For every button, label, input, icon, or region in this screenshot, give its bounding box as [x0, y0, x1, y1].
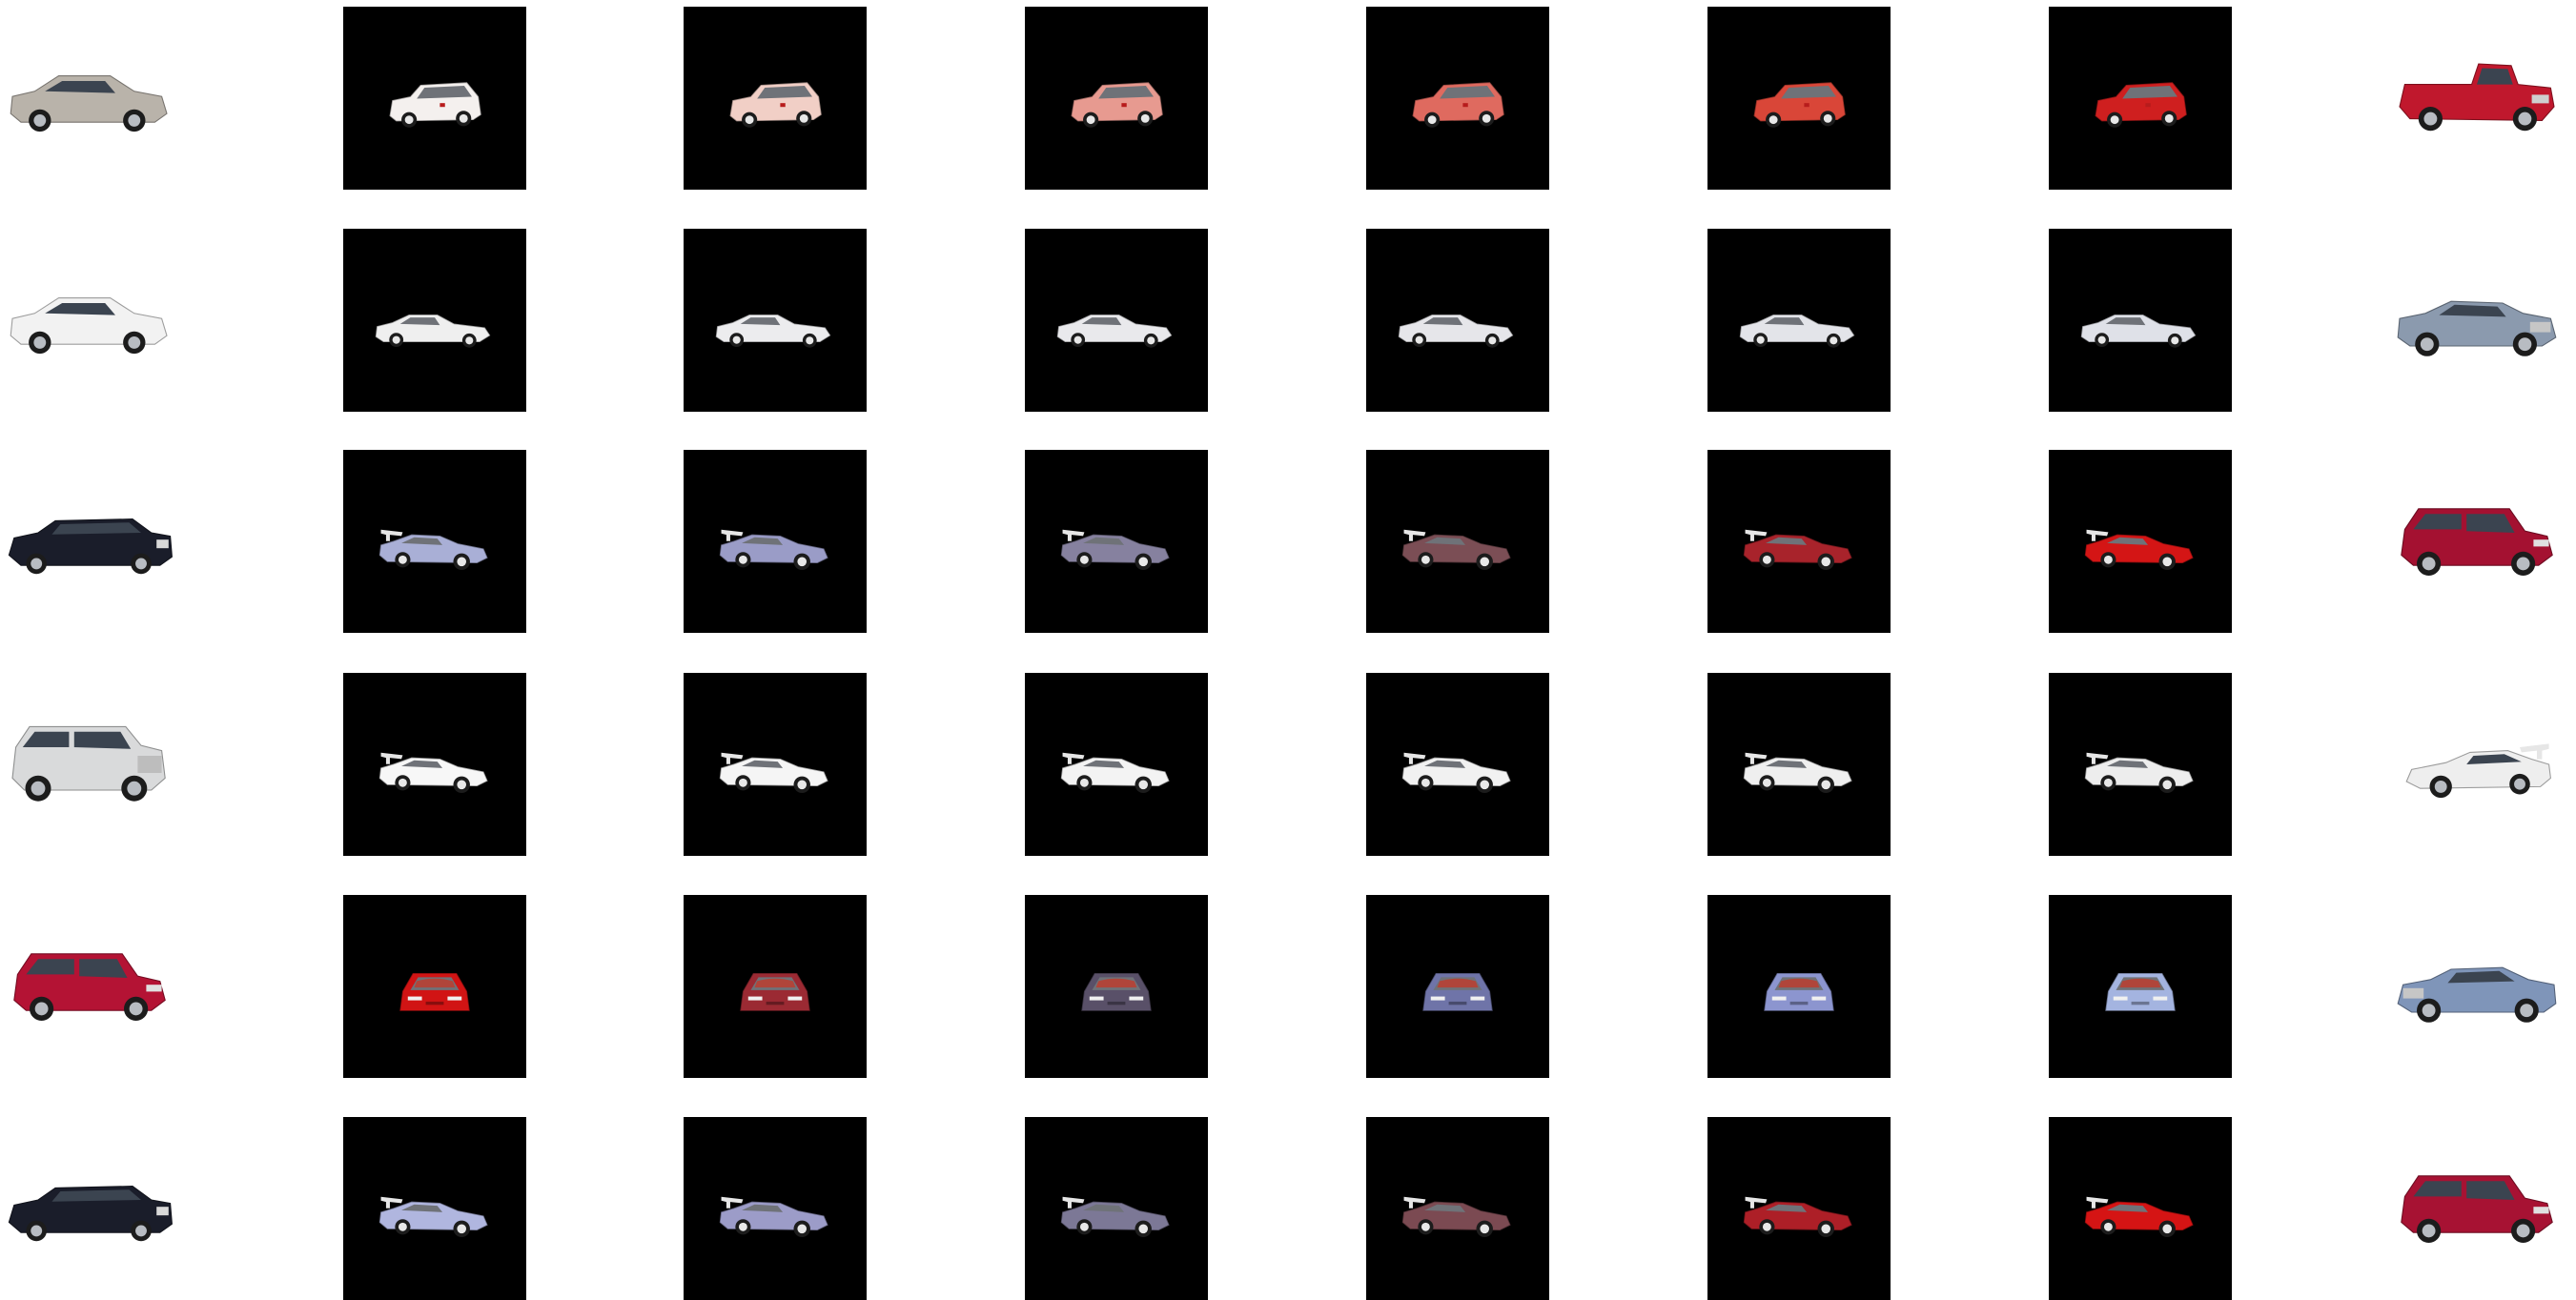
rendered-car-step — [343, 229, 526, 412]
rendered-car-step — [1025, 1117, 1208, 1300]
rendered-car-step — [684, 673, 867, 856]
station-wagon-image — [1412, 82, 1504, 128]
convertible-image — [2397, 300, 2557, 356]
rendered-car-step — [343, 450, 526, 633]
target-car-photo — [2391, 910, 2563, 1063]
sports-car-image — [2405, 743, 2551, 799]
source-car-photo — [4, 27, 175, 170]
coupe-image — [715, 315, 831, 348]
rendered-car-step — [684, 1117, 867, 1300]
rendered-car-step — [2049, 895, 2232, 1078]
sports-car-image — [1743, 529, 1852, 571]
station-wagon-image — [2095, 82, 2187, 128]
source-car-photo — [4, 249, 175, 392]
sedan-front-image — [2105, 972, 2176, 1011]
sports-car-image — [2084, 752, 2194, 794]
rendered-car-step — [1025, 673, 1208, 856]
rendered-car-step — [343, 1117, 526, 1300]
target-car-photo — [2391, 22, 2563, 174]
rendered-car-step — [1025, 895, 1208, 1078]
rendered-car-step — [1366, 895, 1549, 1078]
source-car-photo — [4, 1137, 175, 1280]
station-wagon-image — [729, 82, 822, 128]
sports-car-image — [2084, 529, 2194, 571]
station-wagon-image — [389, 82, 481, 128]
coupe-image — [375, 315, 491, 348]
limousine-image — [8, 1186, 173, 1242]
rendered-car-step — [1366, 229, 1549, 412]
target-car-photo — [2391, 244, 2563, 396]
rendered-car-step — [343, 895, 526, 1078]
rendered-car-step — [1707, 7, 1891, 190]
rendered-car-step — [1366, 673, 1549, 856]
limousine-image — [8, 518, 173, 575]
compact-sedan-image — [10, 75, 168, 132]
sports-car-image — [1743, 752, 1852, 794]
sports-car-image — [1060, 1196, 1170, 1238]
sports-car-image — [1060, 752, 1170, 794]
station-wagon-image — [1071, 82, 1163, 128]
rendered-car-step — [2049, 450, 2232, 633]
sports-car-image — [2084, 1196, 2194, 1238]
hatchback-image — [2401, 508, 2553, 576]
suv-image — [11, 725, 166, 802]
rendered-car-step — [1025, 7, 1208, 190]
source-car-photo — [4, 470, 175, 613]
rendered-car-step — [343, 673, 526, 856]
rendered-car-step — [684, 450, 867, 633]
rendered-car-step — [1025, 229, 1208, 412]
pickup-truck-image — [2399, 63, 2555, 132]
rendered-car-step — [684, 229, 867, 412]
rendered-car-step — [1707, 895, 1891, 1078]
rendered-car-step — [1025, 450, 1208, 633]
sports-car-image — [719, 1196, 828, 1238]
sedan-front-image — [1764, 972, 1834, 1011]
sedan-front-image — [1081, 972, 1152, 1011]
rendered-car-step — [2049, 229, 2232, 412]
rendered-car-step — [1707, 450, 1891, 633]
sports-car-image — [1401, 752, 1511, 794]
sports-car-image — [719, 529, 828, 571]
rendered-car-step — [1366, 7, 1549, 190]
rendered-car-step — [1707, 229, 1891, 412]
source-car-photo — [4, 693, 175, 836]
coupe-image — [2080, 315, 2197, 348]
rendered-car-step — [2049, 7, 2232, 190]
rendered-car-step — [684, 895, 867, 1078]
rendered-car-step — [1707, 673, 1891, 856]
rendered-car-step — [1366, 450, 1549, 633]
convertible-image — [2397, 966, 2557, 1023]
sports-car-image — [378, 529, 488, 571]
sports-car-image — [719, 752, 828, 794]
sedan-front-image — [399, 972, 470, 1011]
hatchback-image — [13, 953, 166, 1021]
target-car-photo — [2391, 1132, 2563, 1285]
sports-car-image — [1060, 529, 1170, 571]
rendered-car-step — [1366, 1117, 1549, 1300]
sports-car-image — [1401, 1196, 1511, 1238]
rendered-car-step — [343, 7, 526, 190]
target-car-photo — [2391, 465, 2563, 618]
coupe-image — [1056, 315, 1173, 348]
rendered-car-step — [2049, 673, 2232, 856]
sports-car-image — [1401, 529, 1511, 571]
rendered-car-step — [1707, 1117, 1891, 1300]
station-wagon-image — [1753, 82, 1846, 128]
sedan-front-image — [740, 972, 810, 1011]
sports-car-image — [378, 1196, 488, 1238]
sedan-image — [10, 297, 168, 355]
rendered-car-step — [2049, 1117, 2232, 1300]
sedan-front-image — [1422, 972, 1493, 1011]
target-car-photo — [2391, 688, 2563, 841]
source-car-photo — [4, 915, 175, 1058]
hatchback-image — [2401, 1175, 2553, 1243]
coupe-image — [1739, 315, 1855, 348]
sports-car-image — [378, 752, 488, 794]
rendered-car-step — [684, 7, 867, 190]
coupe-image — [1398, 315, 1514, 348]
sports-car-image — [1743, 1196, 1852, 1238]
